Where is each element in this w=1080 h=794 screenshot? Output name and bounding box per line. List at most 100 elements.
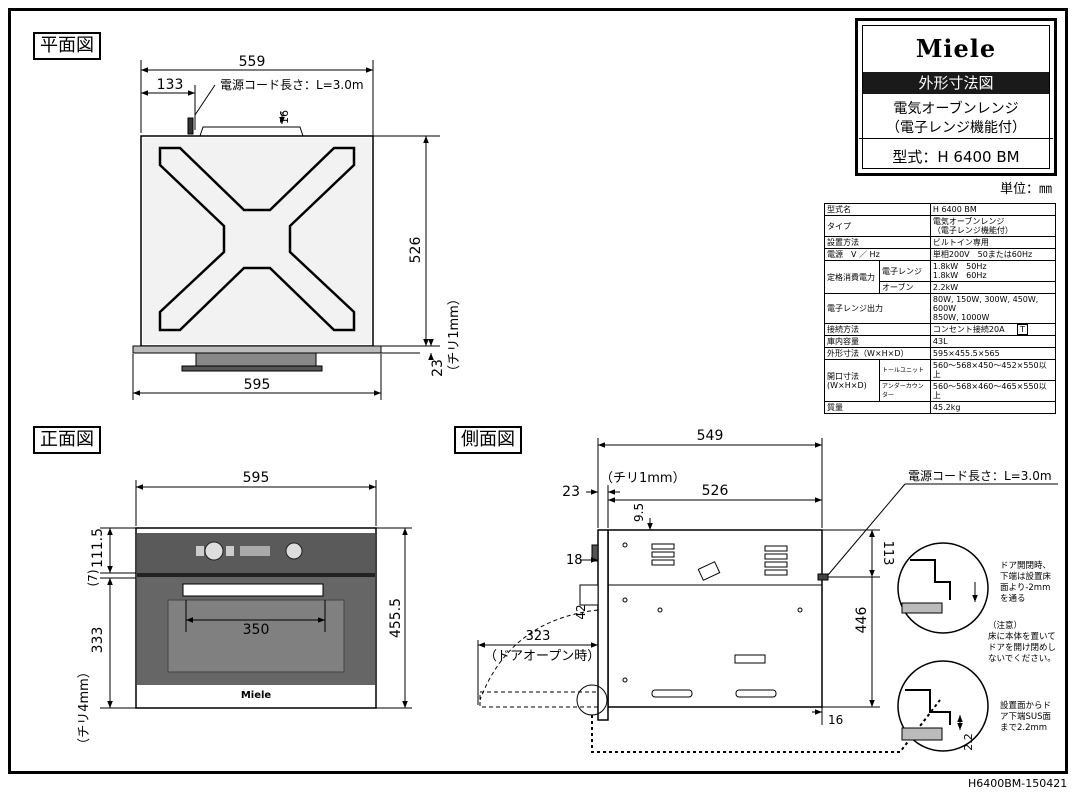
dim-label-526: 526 [702, 483, 729, 499]
screw-hole [622, 597, 628, 603]
vent-slot [764, 569, 788, 576]
door-open-label: （ドアオープン時） [484, 649, 600, 664]
top-vent-pattern [158, 146, 356, 332]
dim-label-23: 23 [562, 484, 580, 500]
chiri-label: （チリ1mm） [600, 471, 686, 486]
detail-floor [901, 602, 943, 614]
caution-line: 床に本体を置いて [988, 631, 1056, 642]
side-label-plate [697, 561, 721, 581]
button-right [226, 546, 234, 556]
note-floor-line: 設置面からド [1000, 700, 1051, 711]
dim-label-16: 16 [828, 713, 843, 727]
note-floor-line: ア下端SUS面 [1000, 711, 1052, 722]
dim-label-7: (7) [86, 570, 100, 587]
spec-value: 80W, 150W, 300W, 450W, 600W [932, 295, 1039, 313]
bottom-slot [735, 689, 777, 698]
door-open-outline [479, 691, 599, 708]
button-left [196, 546, 204, 556]
dim-label-113: 113 [880, 541, 895, 566]
title-block: Miele 外形寸法図 電気オーブンレンジ （電子レンジ機能付） 型式：H 64… [855, 18, 1057, 176]
cord-length-label: 電源コード長さ：L=3.0m [908, 469, 1052, 483]
table-row: 質量 45.2kg [824, 401, 1057, 414]
dim-label-350: 350 [243, 622, 270, 638]
note-door-line: を通る [1000, 593, 1026, 604]
product-name-line2: （電子レンジ機能付） [886, 120, 1026, 136]
caution-line: （注意） [988, 620, 1022, 631]
detail-circle-upper [897, 542, 989, 634]
vent-slot [764, 553, 788, 560]
door-handle-top [195, 352, 317, 368]
spec-value: （電子レンジ機能付） [932, 226, 1013, 235]
side-bracket [734, 654, 766, 664]
model-number: 型式：H 6400 BM [892, 148, 1020, 166]
rear-bracket [199, 126, 304, 137]
dim-label-559: 559 [239, 54, 266, 70]
note-door-line: 面より-2mm [1000, 583, 1050, 593]
note-door-line: 下端は設置床 [1000, 571, 1052, 582]
dim-label-455-5: 455.5 [388, 598, 404, 638]
chiri-label: （チリ4mm） [77, 665, 92, 751]
top-view [132, 60, 440, 400]
door-handle-base [181, 365, 323, 372]
power-cord-stub [817, 573, 829, 581]
detail-leader [591, 699, 941, 753]
spec-table: 型式名 H 6400 BM タイプ 電気オーブンレンジ（電子レンジ機能付） 設置… [824, 203, 1057, 414]
dim-label-526: 526 [408, 237, 424, 264]
dim-label-42: 42 [574, 604, 588, 619]
front-logo: Miele [241, 690, 272, 701]
spec-value: 850W, 1000W [932, 313, 990, 322]
dim-label-111-5: 111.5 [90, 528, 106, 568]
front-panel-edge [132, 345, 382, 354]
panel-divider [137, 573, 375, 577]
door-swing-arc [479, 609, 599, 701]
chiri-label: （チリ1mm） [447, 292, 462, 378]
spec-value: 1.8kW 50Hz [932, 262, 987, 271]
table-row: アンダーカウンター 560〜568×460〜465×550以上 [825, 380, 1057, 402]
dim-label-16: 16 [278, 110, 291, 124]
vent-slot [651, 551, 675, 558]
section-label-side-view: 側面図 [454, 426, 522, 454]
leader-line [194, 84, 216, 116]
bottom-trim [137, 685, 375, 707]
dim-label-18: 18 [566, 553, 583, 568]
document-id: H6400BM-150421 [968, 777, 1068, 790]
spec-label: (W×H×D) [827, 380, 867, 390]
dim-label-549: 549 [697, 428, 724, 444]
right-knob-icon [285, 542, 303, 560]
drawing-frame [8, 8, 1068, 774]
vent-slot [764, 561, 788, 568]
detail-circle-lower [897, 660, 989, 752]
detail-notes: ドア開閉時、 下端は設置床 面より-2mm を通る （注意） 床に本体を置いて … [988, 561, 1056, 733]
oven-body-top [143, 138, 371, 344]
left-knob-icon [204, 541, 224, 561]
side-view [477, 438, 1058, 753]
dim-label-323: 323 [526, 629, 551, 644]
door-handle [182, 583, 324, 597]
spec-label: 開口寸法 [827, 371, 859, 381]
brand-logo: Miele [915, 34, 997, 63]
section-label-front-view: 正面図 [33, 426, 101, 454]
ground-mark: T [1017, 324, 1028, 335]
caution-line: ドアを開け閉めし [988, 643, 1056, 653]
power-cord-stub [187, 117, 194, 135]
handle-side [579, 584, 599, 606]
spec-value: 電気オーブンレンジ [932, 217, 1005, 226]
spec-label-cell: 開口寸法(W×H×D) [824, 359, 880, 402]
door-slab-side [597, 529, 609, 721]
caution-line: ないでください。 [988, 654, 1056, 664]
dim-label-333: 333 [90, 627, 106, 654]
note-door-line: ドア開閉時、 [1000, 561, 1051, 571]
bottom-slot [651, 689, 693, 698]
knob-side [591, 544, 599, 562]
vent-slot [764, 545, 788, 552]
front-view-labels: 595 350 Miele 111.5 (7) 333 （チリ4mm） 455.… [77, 470, 404, 751]
title-divider [859, 138, 1053, 139]
dim-label-595: 595 [243, 470, 270, 486]
door-window [167, 599, 345, 673]
product-name-line1: 電気オーブンレンジ [893, 101, 1019, 117]
dim-label-446: 446 [854, 607, 870, 634]
